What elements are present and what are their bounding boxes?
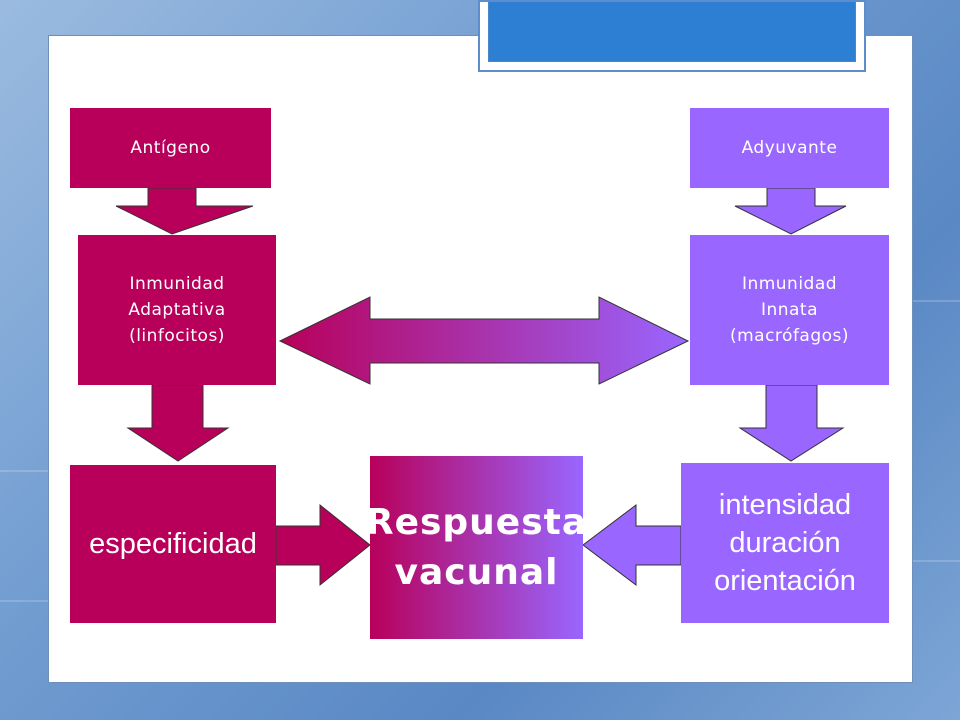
background-stripe — [0, 600, 48, 602]
background-stripe — [912, 560, 960, 562]
arrow-especificidad-to-respuesta — [275, 503, 371, 587]
intensidad-duracion-orientacion-box: intensidad duración orientación — [681, 463, 889, 623]
adyuvante-box: Adyuvante — [690, 108, 889, 188]
arrow-intensidad-to-respuesta — [582, 503, 682, 587]
arrow-adaptativa-to-especificidad — [126, 384, 230, 462]
antigeno-box: Antígeno — [70, 108, 271, 188]
double-arrow-adaptativa-innata — [278, 296, 690, 385]
inmunidad-innata-box: Inmunidad Innata (macrófagos) — [690, 235, 889, 385]
arrow-adyuvante-to-innata — [734, 187, 847, 235]
title-placeholder-box — [478, 0, 866, 72]
background-stripe — [912, 300, 960, 302]
background-stripe — [0, 470, 60, 472]
arrow-innata-to-intensidad — [738, 384, 845, 462]
especificidad-box: especificidad — [70, 465, 276, 623]
inmunidad-adaptativa-box: Inmunidad Adaptativa (linfocitos) — [78, 235, 276, 385]
arrow-antigeno-to-adaptativa — [115, 187, 254, 235]
respuesta-vacunal-box: Respuesta vacunal — [366, 456, 586, 639]
title-placeholder-fill — [488, 2, 856, 62]
